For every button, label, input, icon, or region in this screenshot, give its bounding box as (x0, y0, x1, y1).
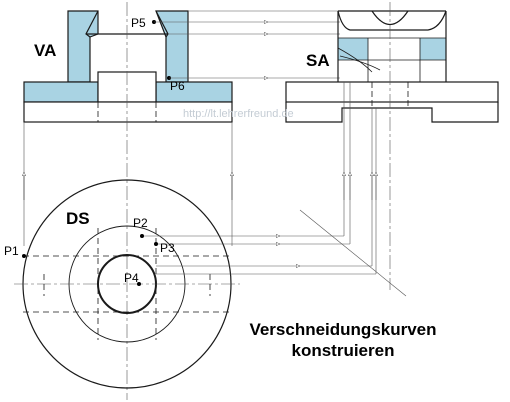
side-view (285, 2, 499, 290)
label-point-p4: P4 (124, 271, 139, 285)
label-point-p5: P5 (131, 16, 146, 30)
top-to-side-lines (142, 236, 376, 275)
projection-lines (154, 10, 340, 78)
point-p1-dot (22, 254, 26, 258)
watermark: http://lt.lehrerfreund.de (183, 108, 294, 120)
front-right-collar (155, 10, 189, 83)
top-view (14, 179, 240, 389)
side-intersection-curve (337, 47, 373, 73)
point-p4-dot (137, 282, 141, 286)
front-right-flange (155, 81, 233, 103)
side-top-curve (337, 10, 447, 31)
label-view-top: DS (66, 209, 90, 228)
label-point-p1: P1 (4, 244, 19, 258)
front-left-flange (23, 81, 99, 103)
side-left-fill (338, 38, 368, 60)
point-p2-dot (140, 234, 144, 238)
front-view (24, 2, 232, 400)
front-base (23, 101, 233, 123)
label-point-p2: P2 (133, 216, 148, 230)
label-point-p3: P3 (160, 241, 175, 255)
label-view-front: VA (34, 41, 57, 60)
label-point-p6: P6 (170, 79, 185, 93)
caption: Verschneidungskurven konstruieren (238, 319, 448, 361)
caption-line-2: konstruieren (291, 341, 395, 360)
label-view-side: SA (306, 51, 330, 70)
caption-line-1: Verschneidungskurven (249, 320, 437, 339)
front-left-collar (67, 10, 99, 83)
side-projection-verticals (299, 82, 407, 297)
side-right-fill (420, 38, 446, 60)
point-p3-dot (154, 242, 158, 246)
